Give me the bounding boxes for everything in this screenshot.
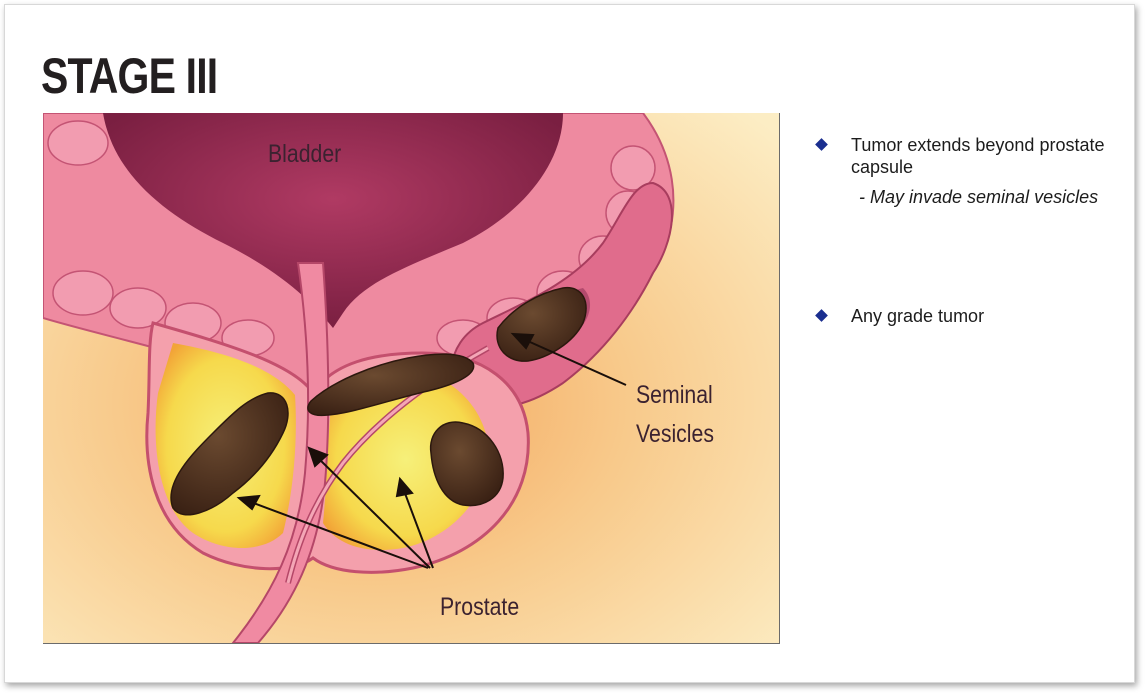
- bullet-item: Tumor extends beyond prostate capsule: [815, 134, 1115, 178]
- bullet-list: Tumor extends beyond prostate capsule - …: [815, 134, 1115, 327]
- label-seminal-1: Seminal: [636, 381, 713, 410]
- anatomy-illustration: [43, 113, 780, 644]
- bullet-subitem: - May invade seminal vesicles: [815, 186, 1115, 208]
- anatomy-diagram: [43, 113, 779, 643]
- diamond-bullet-icon: [815, 138, 828, 151]
- diamond-bullet-icon: [815, 309, 828, 322]
- bullet-text: Tumor extends beyond prostate capsule: [851, 135, 1104, 177]
- label-seminal-2: Vesicles: [636, 420, 714, 449]
- slide-title: STAGE III: [41, 46, 217, 106]
- label-prostate: Prostate: [440, 593, 519, 622]
- bullet-text: Any grade tumor: [851, 306, 984, 326]
- bullet-item: Any grade tumor: [815, 305, 1115, 327]
- label-bladder: Bladder: [268, 140, 341, 169]
